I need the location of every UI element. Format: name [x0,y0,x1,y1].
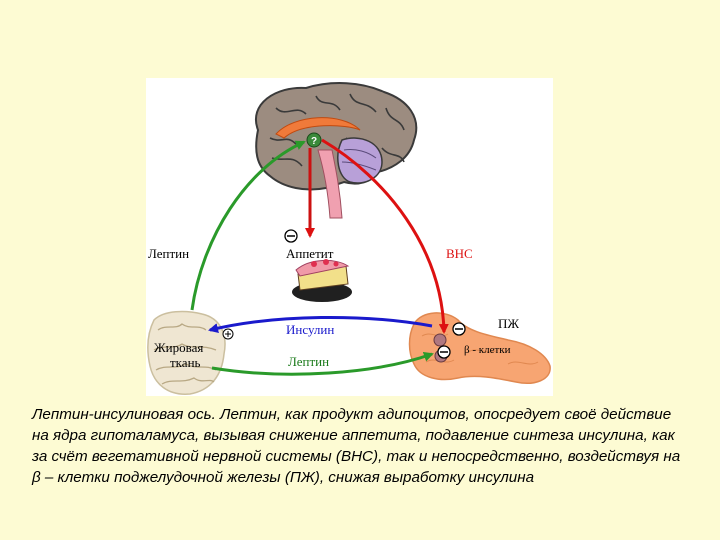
pancreas-label: ПЖ [498,316,520,331]
beta-cells-label: β - клетки [464,344,511,356]
hypothalamus-question-mark: ? [311,136,317,147]
minus-sign-pancreas-bottom [437,345,451,359]
leptin-to-brain-arrow [190,140,306,311]
fat-tissue-icon [147,310,226,395]
insulin-label: Инсулин [286,322,335,337]
plus-sign-fat [222,328,234,340]
insulin-arrow [208,315,433,333]
vns-arrow [321,138,449,334]
fat-tissue-label-line2: ткань [170,355,201,370]
cake-icon [292,259,352,302]
leptin-to-pancreas-arrow [211,351,434,376]
brain-icon [255,82,418,219]
minus-sign-appetite [284,229,298,243]
minus-sign-pancreas-top [452,322,466,336]
diagram-graphics: ? [147,82,551,395]
figure-caption: Лептин-инсулиновая ось. Лептин, как прод… [32,406,681,486]
vns-label: ВНС [446,246,473,261]
leptin-label-bottom: Лептин [288,354,330,369]
diagram-panel: ? [146,78,553,396]
appetite-label: Аппетит [286,246,334,261]
fat-tissue-label-line1: Жировая [154,340,204,355]
leptin-label-left: Лептин [148,246,190,261]
